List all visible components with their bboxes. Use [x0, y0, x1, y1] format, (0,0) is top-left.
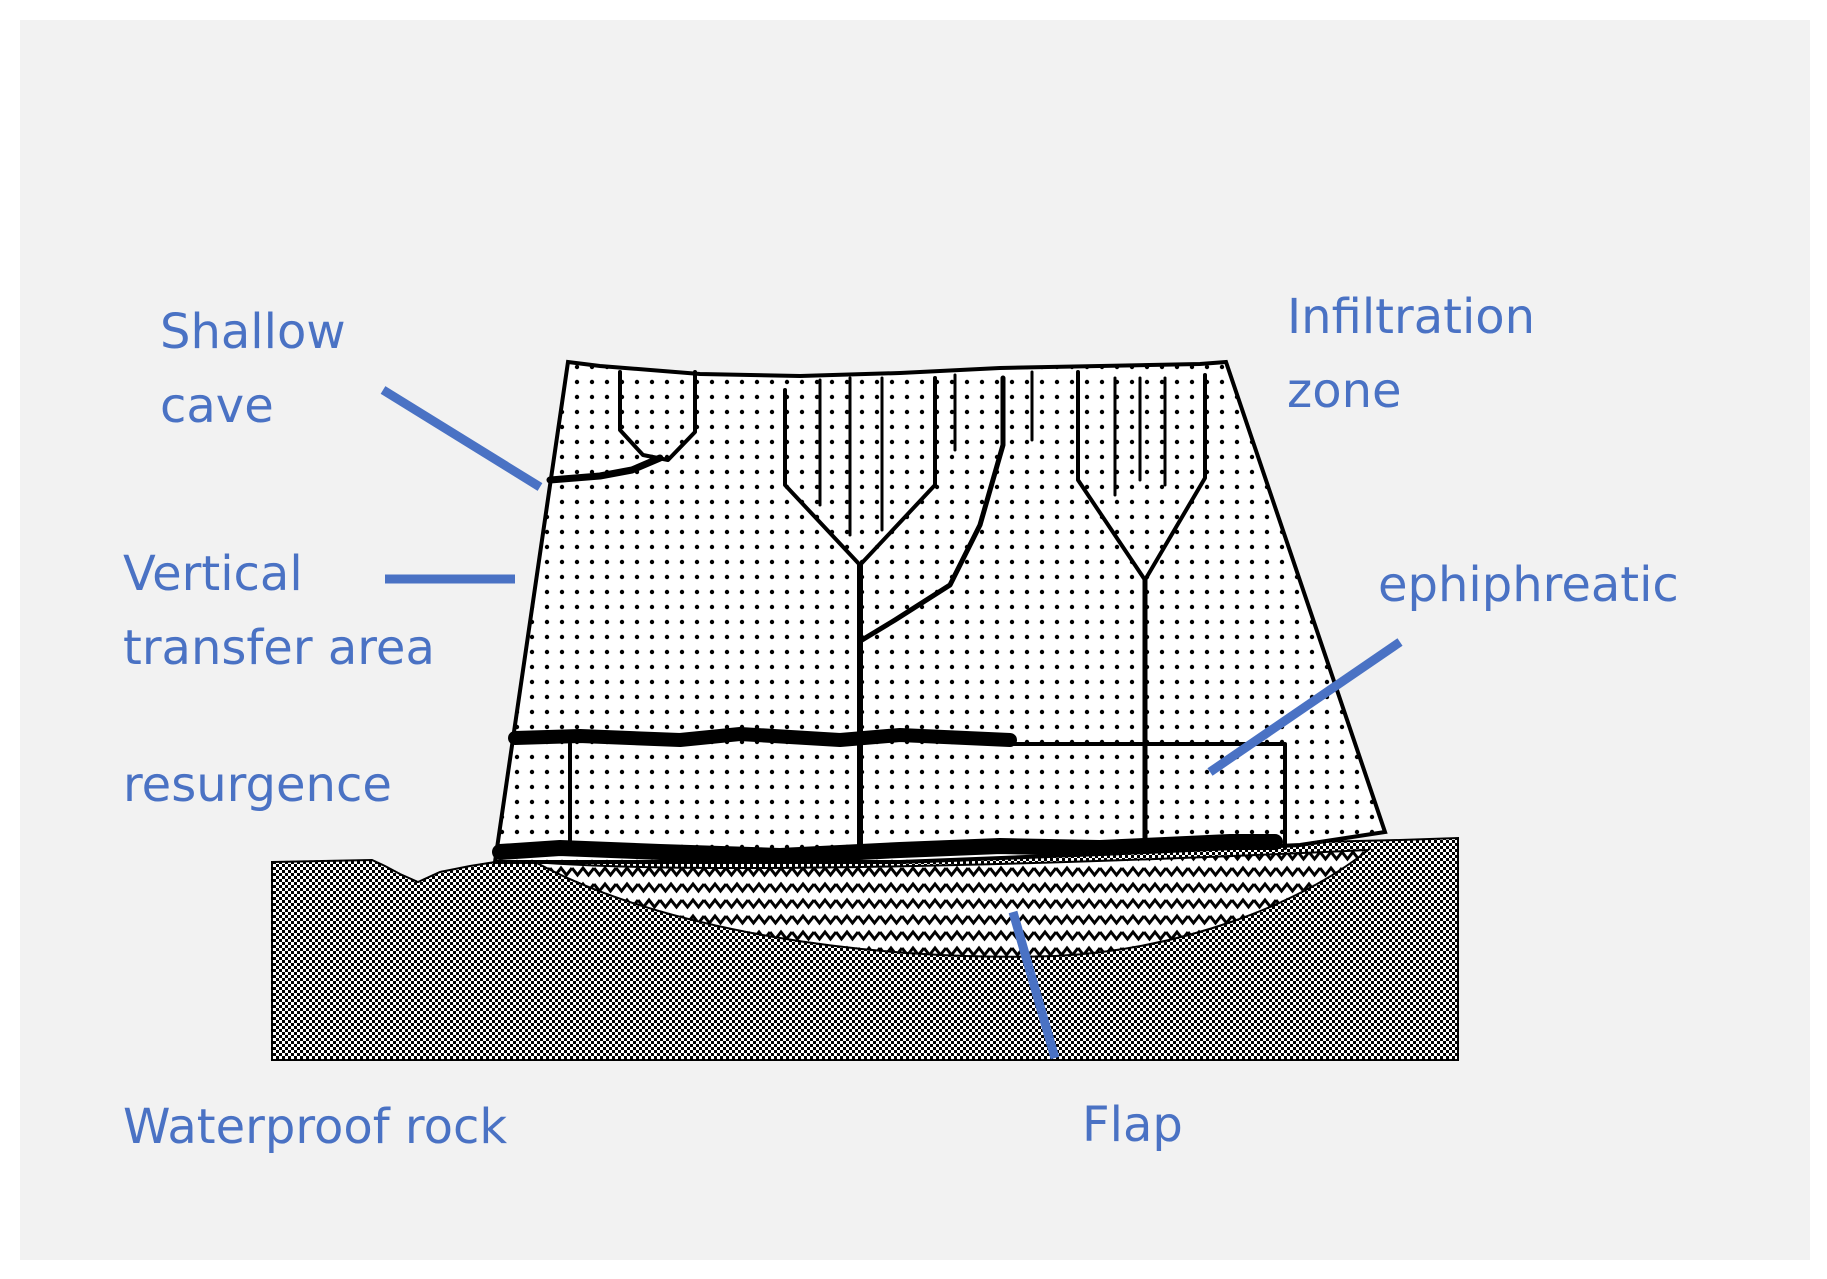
label-infiltration-line2: zone	[1287, 363, 1402, 419]
label-infiltration-zone: Infiltration zone	[1287, 280, 1535, 428]
label-resurgence: resurgence	[123, 757, 392, 813]
label-vertical-transfer: Vertical transfer area	[123, 537, 435, 685]
leader-flap	[1008, 910, 1060, 1060]
conduit-network	[492, 370, 1287, 864]
label-waterproof-rock: Waterproof rock	[123, 1099, 508, 1155]
ephiphreatic-passage	[508, 727, 1017, 747]
leader-shallow-cave	[380, 386, 543, 491]
label-shallow-cave-line2: cave	[160, 378, 274, 434]
label-shallow-cave-line1: Shallow	[160, 304, 346, 360]
diagonal-conduit	[859, 375, 1006, 643]
label-vertical-line2: transfer area	[123, 620, 435, 676]
leader-lines	[380, 386, 1403, 1060]
label-flap: Flap	[1082, 1097, 1183, 1153]
label-shallow-cave: Shallow cave	[160, 295, 346, 443]
shallow-cave-passage	[546, 454, 664, 484]
label-vertical-line1: Vertical	[123, 546, 303, 602]
label-ephiphreatic: ephiphreatic	[1378, 557, 1679, 613]
resurgence-passage	[492, 834, 1283, 864]
label-infiltration-line1: Infiltration	[1287, 289, 1536, 345]
leader-ephiphreatic	[1207, 638, 1403, 776]
flap-layer	[534, 848, 1372, 958]
